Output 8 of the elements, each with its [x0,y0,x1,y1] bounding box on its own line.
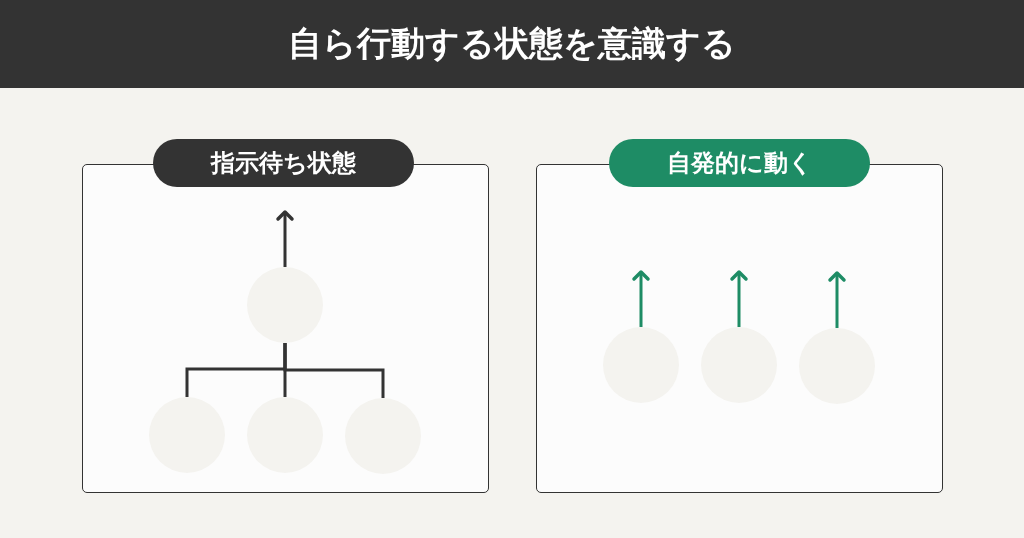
heading-pill: 自発的に動く [609,139,870,187]
arrow [632,270,650,327]
arrow [730,270,748,327]
connector-line [283,343,385,398]
heading-pill: 指示待ち状態 [153,139,414,187]
title-banner: 自ら行動する状態を意識する [0,0,1024,88]
arrow [828,271,846,328]
arrow [276,210,294,267]
